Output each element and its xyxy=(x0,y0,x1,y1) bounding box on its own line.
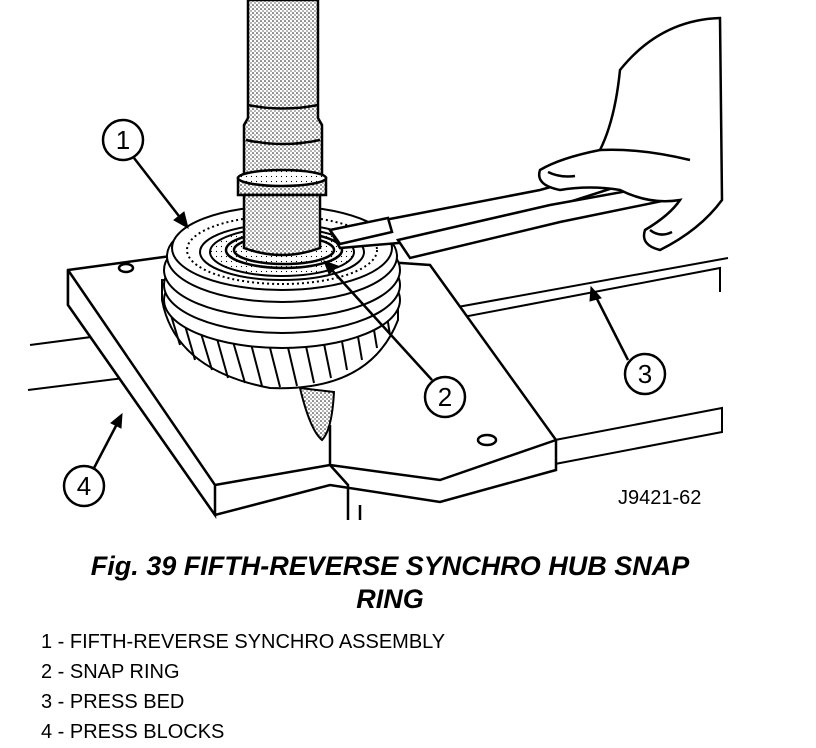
figure-caption: Fig. 39 FIFTH-REVERSE SYNCHRO HUB SNAP R… xyxy=(40,550,740,616)
legend-item: 2 - SNAP RING xyxy=(41,661,180,683)
callout-2: 2 xyxy=(323,260,467,419)
shaft xyxy=(236,0,328,257)
legend-item: 3 - PRESS BED xyxy=(41,691,185,713)
hand xyxy=(537,16,724,252)
svg-text:3: 3 xyxy=(638,359,652,389)
figure-caption-line-1: Fig. 39 FIFTH-REVERSE SYNCHRO HUB SNAP xyxy=(90,551,690,581)
callout-1: 1 xyxy=(101,118,189,230)
figure-caption-line-2: RING xyxy=(356,584,424,614)
svg-text:2: 2 xyxy=(438,382,452,412)
legend-item: 1 - FIFTH-REVERSE SYNCHRO ASSEMBLY xyxy=(41,631,446,653)
callout-3: 3 xyxy=(589,285,667,396)
callout-4: 4 xyxy=(62,412,123,508)
legend-item: 4 - PRESS BLOCKS xyxy=(41,721,225,743)
svg-text:4: 4 xyxy=(77,471,91,501)
svg-text:1: 1 xyxy=(116,125,130,155)
diagram-illustration: 1 2 3 4 J9421-62 xyxy=(27,0,729,520)
figure-reference-code: J9421-62 xyxy=(618,487,701,509)
legend-list: 1 - FIFTH-REVERSE SYNCHRO ASSEMBLY 2 - S… xyxy=(41,627,445,747)
